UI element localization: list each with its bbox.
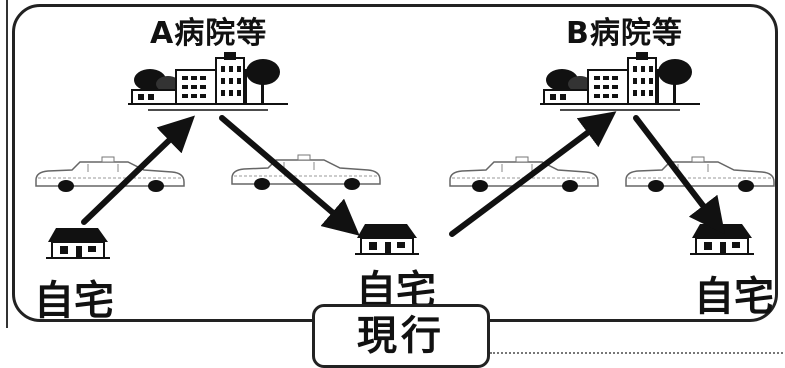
arrow-hospital-a-to-home xyxy=(219,115,360,236)
bottom-divider xyxy=(490,352,785,354)
car-icon xyxy=(231,154,381,191)
current-system-tab: 現行 xyxy=(312,304,490,368)
arrow-home-to-hospital-b xyxy=(449,111,617,237)
hospital-a-icon xyxy=(127,51,289,111)
left-margin-bar xyxy=(0,0,8,328)
current-system-label: 現行 xyxy=(357,313,445,359)
home-label-right: 自宅 xyxy=(694,274,774,320)
arrow-home-to-hospital-a xyxy=(81,115,195,225)
hospital-b-label: B病院等 xyxy=(566,16,683,51)
hospital-b-icon xyxy=(539,51,701,111)
car-icon xyxy=(35,156,185,193)
home-icon xyxy=(354,223,420,255)
arrow-hospital-b-to-home xyxy=(633,115,725,235)
home-icon xyxy=(689,223,755,255)
home-label-left: 自宅 xyxy=(34,278,114,324)
hospital-a-label: A病院等 xyxy=(150,16,268,51)
flow-diagram xyxy=(35,51,775,259)
car-icon xyxy=(449,156,599,193)
car-icon xyxy=(625,156,775,193)
home-icon xyxy=(45,227,111,259)
